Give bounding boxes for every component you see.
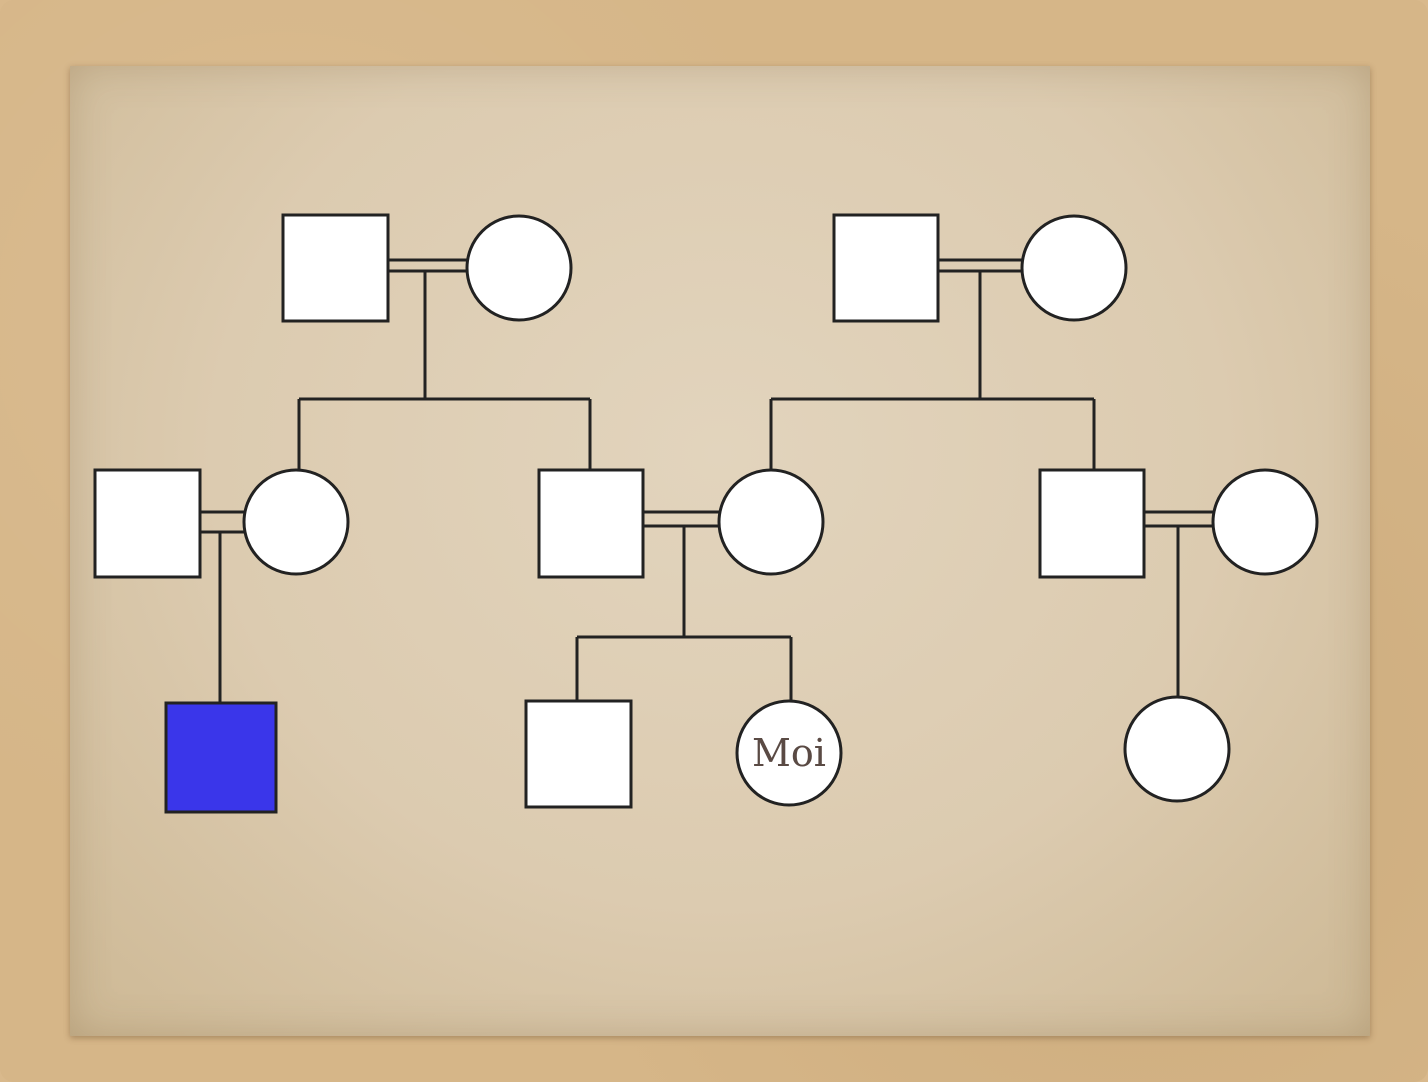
female-individual bbox=[1020, 214, 1128, 322]
affected-male-individual bbox=[164, 701, 278, 814]
male-individual bbox=[524, 699, 633, 809]
male-individual bbox=[1038, 468, 1146, 579]
female-individual bbox=[717, 468, 825, 576]
female-individual bbox=[465, 214, 573, 322]
female-individual-self bbox=[735, 699, 843, 807]
male-individual bbox=[537, 468, 645, 579]
female-individual bbox=[1123, 695, 1231, 803]
pedigree-lines bbox=[200, 258, 1213, 703]
self-label: Moi bbox=[752, 731, 826, 775]
male-individual bbox=[281, 213, 390, 323]
male-individual bbox=[93, 468, 202, 579]
female-individual bbox=[242, 468, 350, 576]
female-individual bbox=[1211, 468, 1319, 576]
male-individual bbox=[832, 213, 940, 323]
